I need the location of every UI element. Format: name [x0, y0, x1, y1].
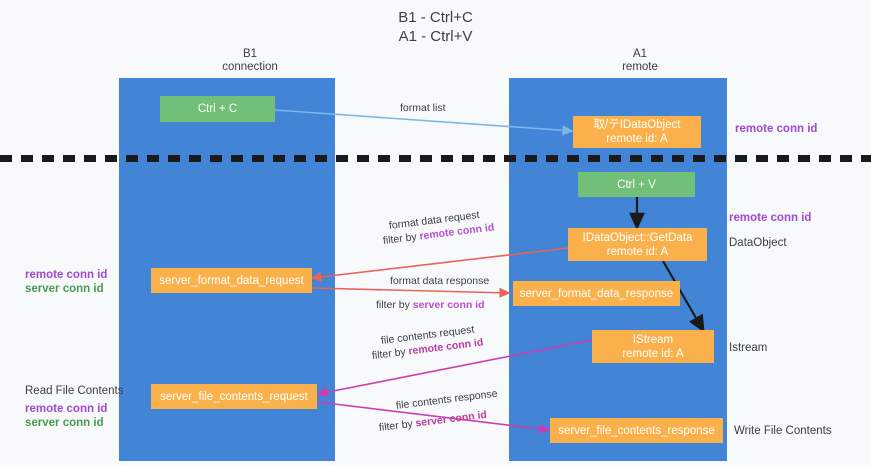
filter-value-server-conn-id: server conn id [412, 299, 485, 311]
annotation-remote-conn-id-top: remote conn id [735, 123, 818, 135]
annotation-left-server-conn-id-2: server conn id [25, 417, 104, 429]
node-idataobject-getdata[interactable]: IDataObject::GetData remote id: A [568, 228, 707, 261]
edge-label-format-data-response-filter: filter by server conn id [376, 298, 485, 312]
annotation-remote-conn-id-mid: remote conn id [729, 212, 812, 224]
annotation-left-remote-conn-id: remote conn id [25, 269, 108, 281]
edge-label-format-data-response: format data response [390, 275, 490, 287]
filter-prefix: filter by [382, 230, 421, 247]
node-ctrl-c[interactable]: Ctrl + C [160, 96, 275, 122]
phase-divider [0, 155, 871, 162]
annotation-left-server-conn-id: server conn id [25, 283, 104, 295]
filter-prefix: filter by [371, 345, 410, 362]
node-server-file-contents-request[interactable]: server_file_contents_request [151, 384, 317, 409]
page-title: B1 - Ctrl+C A1 - Ctrl+V [398, 9, 473, 45]
edge-label-file-contents-response-filter: filter by server conn id [378, 408, 487, 435]
node-istream[interactable]: IStream remote id: A [592, 330, 714, 363]
node-server-file-contents-response[interactable]: server_file_contents_response [550, 418, 723, 443]
annotation-write-file-contents: Write File Contents [734, 425, 832, 437]
edge-format-data-response [311, 287, 511, 298]
annotation-istream: Istream [729, 342, 768, 354]
filter-prefix: filter by [378, 417, 417, 434]
annotation-left-remote-conn-id-2: remote conn id [25, 403, 108, 415]
node-server-format-data-request[interactable]: server_format_data_request [151, 268, 312, 293]
filter-value-server-conn-id: server conn id [414, 408, 488, 430]
node-server-format-data-response[interactable]: server_format_data_response [513, 281, 680, 306]
filter-prefix: filter by [376, 299, 413, 311]
annotation-dataobject: DataObject [729, 237, 787, 249]
column-header-a1: A1 remote [622, 48, 658, 73]
edge-label-format-list: format list [400, 102, 446, 114]
annotation-read-file-contents: Read File Contents [25, 385, 124, 397]
column-header-b1: B1 connection [222, 48, 278, 73]
node-idataobject[interactable]: 取/テIDataObject remote id: A [573, 116, 701, 148]
node-ctrl-v[interactable]: Ctrl + V [578, 172, 695, 197]
